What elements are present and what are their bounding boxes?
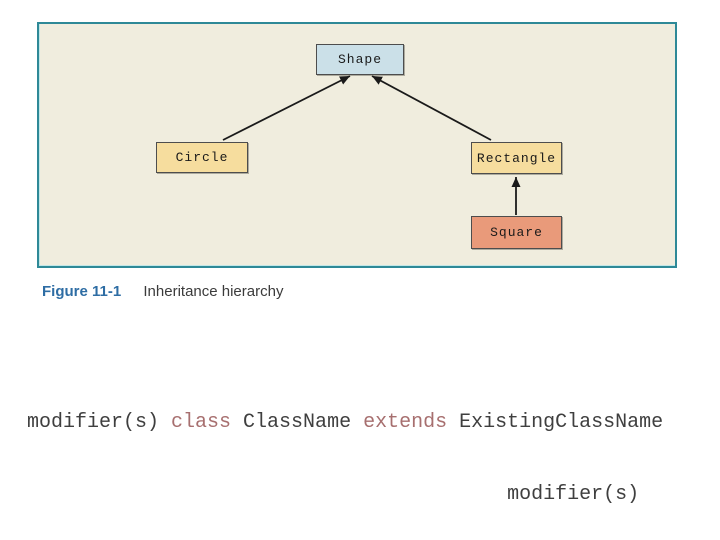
code-text: modifier(s) <box>27 411 172 434</box>
code-keyword-extends: extends <box>363 411 448 434</box>
node-shape: Shape <box>316 44 404 75</box>
code-line-2: modifier(s) <box>27 483 640 506</box>
code-line-1: modifier(s) class ClassName extends Exis… <box>27 411 663 435</box>
arrow-rectangle-to-shape <box>371 75 492 141</box>
arrow-circle-to-shape <box>222 75 351 141</box>
inheritance-arrows <box>222 75 521 215</box>
figure-title: Inheritance hierarchy <box>143 283 284 300</box>
code-snippet: modifier(s) class ClassName extends Exis… <box>27 363 663 540</box>
code-keyword-class: class <box>171 411 232 434</box>
figure-number: Figure 11-1 <box>42 283 122 300</box>
code-text: ClassName <box>231 411 364 434</box>
node-circle: Circle <box>156 142 248 173</box>
node-square: Square <box>471 216 562 249</box>
inheritance-diagram-panel: Shape Circle Rectangle Square <box>37 22 677 268</box>
node-rectangle: Rectangle <box>471 142 562 174</box>
code-text: ExistingClassName <box>447 411 664 434</box>
figure-caption: Figure 11-1 Inheritance hierarchy <box>42 283 283 300</box>
